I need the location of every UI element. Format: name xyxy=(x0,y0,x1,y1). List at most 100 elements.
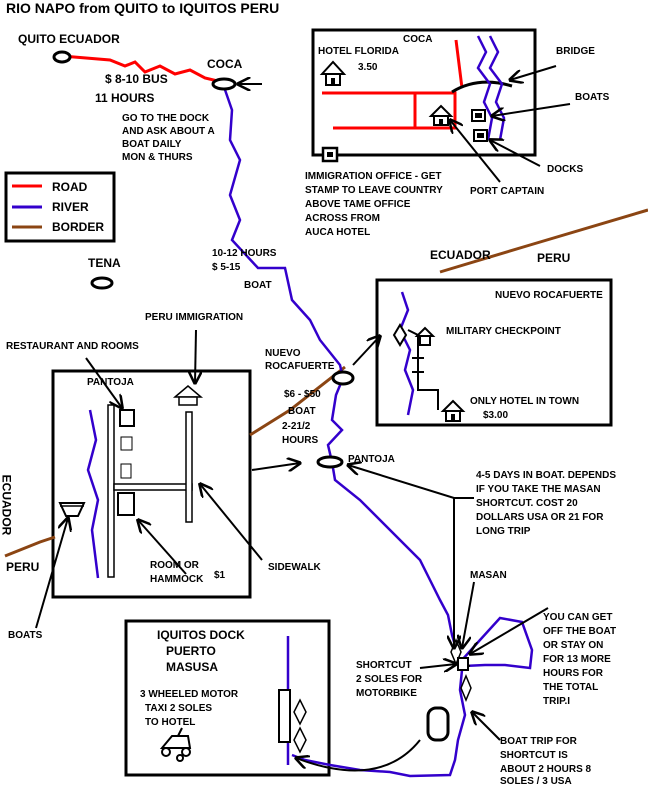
legend-border-label: BORDER xyxy=(52,220,105,234)
coca-boat-cost: $ 5-15 xyxy=(212,262,241,273)
pantoja-inset-sidewalk-right xyxy=(185,411,193,523)
border-line-south xyxy=(4,535,56,558)
hotel-florida-label: HOTEL FLORIDA xyxy=(318,46,399,57)
immigration-office-icon xyxy=(321,146,339,163)
arrow-pantoja-boats xyxy=(35,518,68,629)
rocafuerte-inset-title: NUEVO ROCAFUERTE xyxy=(495,290,603,301)
iquitos-boat-1 xyxy=(293,698,307,726)
bus-cost: $ 8-10 BUS xyxy=(105,72,168,86)
iquitos-boat-2 xyxy=(293,726,307,754)
get-off-note-7: TRIP.I xyxy=(543,696,571,707)
shortcut-note-3: MOTORBIKE xyxy=(356,688,417,699)
pantoja-boat-word: BOAT xyxy=(288,406,316,417)
pantoja-inset-river xyxy=(86,409,100,579)
pantoja-marker xyxy=(316,455,344,469)
immigration-note-4: ACROSS FROM xyxy=(305,213,380,224)
pantoja-label: PANTOJA xyxy=(348,454,395,465)
days-note-2: IF YOU TAKE THE MASAN xyxy=(476,484,601,495)
peru-immigration-icon xyxy=(172,385,204,406)
legend-road-label: ROAD xyxy=(52,180,88,194)
hotel-florida-icon xyxy=(319,60,347,86)
coca-inset-road xyxy=(322,91,457,130)
port-captain-label: PORT CAPTAIN xyxy=(470,186,545,197)
get-off-note-3: OR STAY ON xyxy=(543,640,604,651)
coca-inset-road-north xyxy=(454,39,464,89)
pantoja-inset-frame xyxy=(51,369,252,599)
immigration-note-2: STAMP TO LEAVE COUNTRY xyxy=(305,185,443,196)
room-hammock-price: $1 xyxy=(214,570,226,581)
only-hotel-label: ONLY HOTEL IN TOWN xyxy=(470,396,580,407)
days-note-1: 4-5 DAYS IN BOAT. DEPENDS xyxy=(476,470,617,481)
ecuador-label-north: ECUADOR xyxy=(430,248,491,262)
pantoja-inset-sidewalk-vertical xyxy=(107,404,115,578)
military-checkpoint-icon xyxy=(392,323,436,347)
nuevo-rocafuerte-marker xyxy=(331,370,355,386)
arrow-bridge xyxy=(510,65,557,80)
masan-shortcut-marker xyxy=(457,657,469,671)
only-hotel-icon xyxy=(440,399,466,422)
military-checkpoint-label: MILITARY CHECKPOINT xyxy=(446,326,561,337)
port-captain-icon xyxy=(428,104,454,126)
legend-river-label: RIVER xyxy=(52,200,89,214)
docks-label: DOCKS xyxy=(547,164,584,175)
annotation-arrows xyxy=(35,65,571,772)
arrow-docks xyxy=(490,140,541,167)
room-hammock-building xyxy=(117,492,135,516)
arrow-get-off xyxy=(470,607,549,654)
iquitos-title-1: IQUITOS DOCK xyxy=(157,628,245,642)
boat-trip-note-4: SOLES / 3 USA xyxy=(500,776,572,787)
pantoja-inset-title: PANTOJA xyxy=(87,377,134,388)
coca-marker xyxy=(211,77,237,91)
taxi-note-2: TAXI 2 SOLES xyxy=(145,703,213,714)
pantoja-boat-cost: $6 - $50 xyxy=(284,389,321,400)
boat-trip-note-2: SHORTCUT IS xyxy=(500,750,568,761)
nuevo-rocafuerte-label-2: ROCAFUERTE xyxy=(265,361,335,372)
arrow-iquitos-dock xyxy=(296,739,421,772)
only-hotel-price: $3.00 xyxy=(483,410,509,421)
arrow-port-captain xyxy=(450,120,501,183)
taxi-note-1: 3 WHEELED MOTOR xyxy=(140,689,239,700)
pantoja-inset-sidewalk-horizontal xyxy=(113,483,193,491)
room-hammock-label-2: HAMMOCK xyxy=(150,574,204,585)
rocafuerte-inset-frame xyxy=(375,278,613,427)
arrow-days xyxy=(348,465,474,499)
masan-loop-river xyxy=(461,616,534,670)
iquitos-inset-dock xyxy=(278,689,291,743)
coca-inset-frame xyxy=(311,28,537,157)
pantoja-building-2 xyxy=(120,436,133,451)
days-note-3: SHORTCUT. COST 20 xyxy=(476,498,578,509)
arrow-pantoja-map xyxy=(251,463,300,470)
arrow-peru-immigration xyxy=(195,329,196,383)
quito-marker xyxy=(52,50,72,64)
arrow-room-hammock xyxy=(138,520,187,575)
room-hammock-label-1: ROOM OR xyxy=(150,560,199,571)
immigration-note-3: ABOVE TAME OFFICE xyxy=(305,199,411,210)
tena-marker xyxy=(90,276,114,290)
motor-taxi-icon xyxy=(159,727,192,762)
ecuador-label-west: ECUADOR xyxy=(0,474,14,536)
shortcut-note-1: SHORTCUT xyxy=(356,660,412,671)
boat-trip-note-3: ABOUT 2 HOURS 8 xyxy=(500,764,592,775)
get-off-note-2: OFF THE BOAT xyxy=(543,626,617,637)
days-note-4: DOLLARS USA OR 21 FOR xyxy=(476,512,604,523)
tena-label: TENA xyxy=(88,256,121,270)
arrow-boat-trip xyxy=(472,712,501,741)
restaurant-label: RESTAURANT AND ROOMS xyxy=(6,341,139,352)
shortcut-note-2: 2 SOLES FOR xyxy=(356,674,423,685)
get-off-note-4: FOR 13 MORE xyxy=(543,654,611,665)
coca-docks-icon xyxy=(473,129,488,142)
pantoja-building-3 xyxy=(120,463,132,479)
restaurant-building xyxy=(119,409,135,427)
hotel-florida-price: 3.50 xyxy=(358,62,378,73)
arrow-restaurant xyxy=(85,357,122,408)
coca-inset-bridge xyxy=(451,80,513,94)
dock-note-1: GO TO THE DOCK xyxy=(122,113,210,124)
nuevo-rocafuerte-label-1: NUEVO xyxy=(265,348,301,359)
coca-inset-title: COCA xyxy=(403,34,433,45)
coca-boat-word: BOAT xyxy=(244,280,272,291)
arrow-shortcut xyxy=(419,664,456,668)
road-quito-coca xyxy=(61,54,223,84)
iquitos-dock-marker xyxy=(426,706,450,742)
arrow-rocafuerte-inset xyxy=(352,336,380,366)
